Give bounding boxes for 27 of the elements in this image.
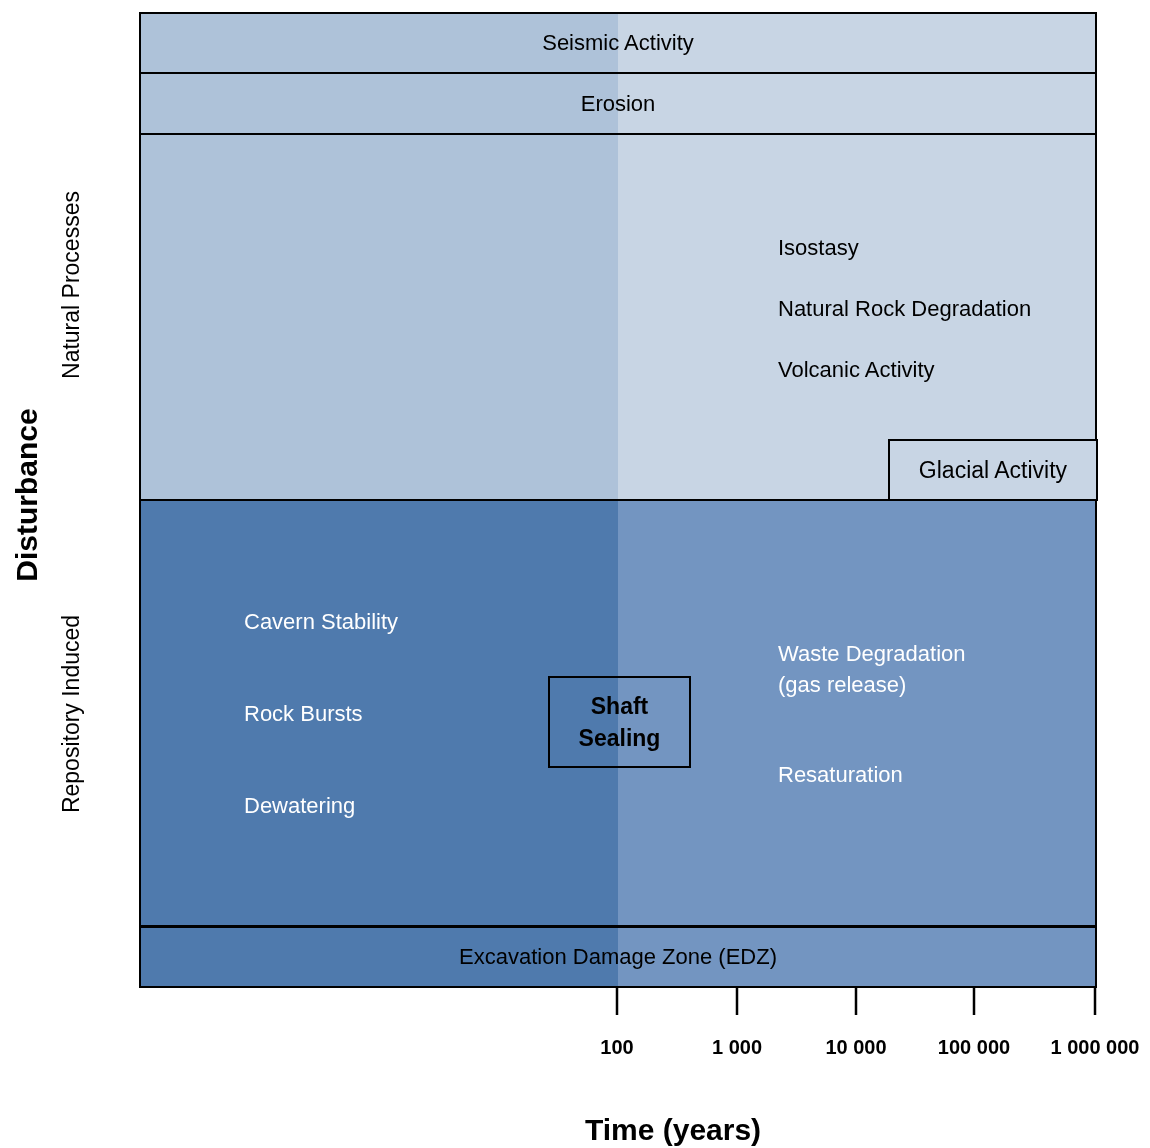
process-band (139, 12, 1097, 74)
process-band (139, 72, 1097, 135)
process-label: Rock Bursts (244, 701, 363, 727)
tick-label: 100 (600, 1035, 634, 1060)
process-label: Cavern Stability (244, 609, 399, 635)
region-heading: Repository Induced (58, 614, 84, 814)
process-label: Resaturation (778, 762, 903, 788)
tick-label: 10 000 (825, 1035, 887, 1060)
process-box (888, 439, 1098, 501)
axis-title: Disturbance (10, 408, 44, 582)
process-label: Dewatering (244, 793, 356, 819)
process-label: Waste Degradation (gas release) (778, 640, 967, 699)
tick-label: 1 000 (711, 1035, 763, 1060)
band-label: Seismic Activity (541, 30, 695, 56)
band-label: Erosion (579, 90, 657, 117)
band-label: Excavation Damage Zone (EDZ) (458, 944, 778, 970)
region-heading: Natural Processes (58, 191, 84, 379)
process-box (548, 676, 691, 768)
process-label: Volcanic Activity (778, 357, 935, 383)
process-label: Isostasy (778, 235, 859, 261)
axis-title: Time (years) (584, 1112, 762, 1148)
box-label: Glacial Activity (917, 456, 1069, 485)
box-label: Shaft Sealing (577, 692, 662, 753)
process-band (139, 926, 1097, 988)
tick-label: 1 000 000 (1050, 1035, 1140, 1060)
process-label: Natural Rock Degradation (778, 296, 1032, 322)
tick-label: 100 000 (937, 1035, 1011, 1060)
